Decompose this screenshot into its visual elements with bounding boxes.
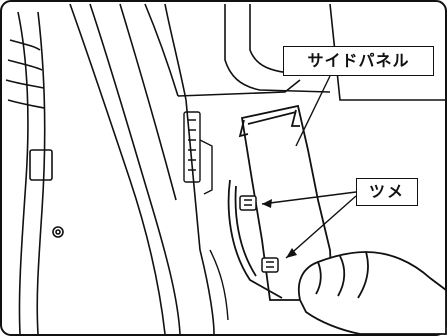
connector-detail	[183, 111, 229, 321]
leader-line-tsume-upper	[261, 191, 357, 205]
leader-lines	[261, 75, 357, 259]
left-structure	[5, 11, 64, 335]
leader-line-tsume-lower	[285, 195, 357, 259]
clip-upper	[239, 195, 257, 211]
hand	[297, 251, 447, 335]
callout-side-panel: サイドパネル	[283, 46, 434, 76]
callout-tsume: ツメ	[356, 178, 418, 206]
leader-line-side-panel	[295, 75, 331, 147]
clip-lower	[261, 257, 279, 273]
arrow-heads	[262, 199, 297, 258]
